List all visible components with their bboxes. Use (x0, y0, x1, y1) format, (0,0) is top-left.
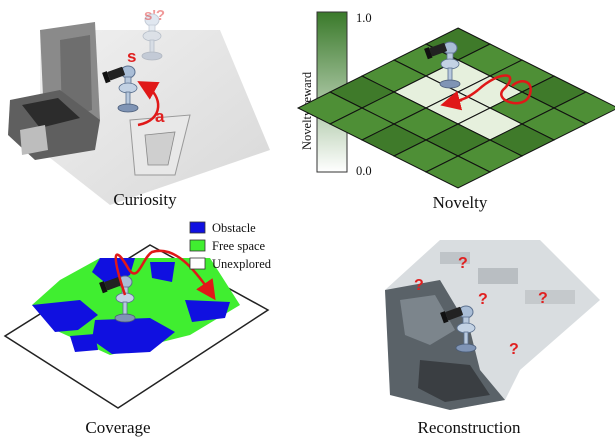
unknown-marker: ? (538, 290, 548, 307)
state-label: s (127, 47, 136, 66)
colorbar-max: 1.0 (356, 11, 372, 25)
unknown-marker: ? (509, 341, 519, 358)
legend-unexplored: Unexplored (212, 257, 272, 271)
unknown-marker: ? (458, 255, 468, 272)
curiosity-panel: s s'? a Curiosity (8, 7, 270, 209)
action-arrow (137, 81, 160, 127)
next-state-label: s'? (144, 7, 165, 24)
novelty-panel: 1.0 0.0 Novelty reward Novelty (296, 11, 615, 212)
unknown-marker: ? (478, 291, 488, 308)
coverage-panel: Obstacle Free space Unexplored Coverage (3, 221, 272, 437)
legend-swatch-free (189, 239, 206, 252)
reconstruction-panel: ? ? ? ? ? Reconstruction (385, 240, 600, 437)
free-space-region (32, 258, 240, 355)
legend-swatch-unexplored (189, 257, 206, 270)
unknown-marker: ? (414, 277, 424, 294)
legend-obstacle: Obstacle (212, 221, 256, 235)
curiosity-caption: Curiosity (113, 190, 177, 209)
obstacle-region (92, 258, 135, 285)
novelty-caption: Novelty (433, 193, 488, 212)
coverage-caption: Coverage (85, 418, 150, 437)
grid-cell (424, 155, 492, 189)
legend-free-space: Free space (212, 239, 266, 253)
action-label: a (155, 107, 165, 126)
colorbar-min: 0.0 (356, 164, 372, 178)
reconstruction-caption: Reconstruction (418, 418, 521, 437)
legend-swatch-obstacle (189, 221, 206, 234)
coverage-trajectory (114, 249, 216, 301)
coverage-legend: Obstacle Free space Unexplored (189, 221, 272, 271)
